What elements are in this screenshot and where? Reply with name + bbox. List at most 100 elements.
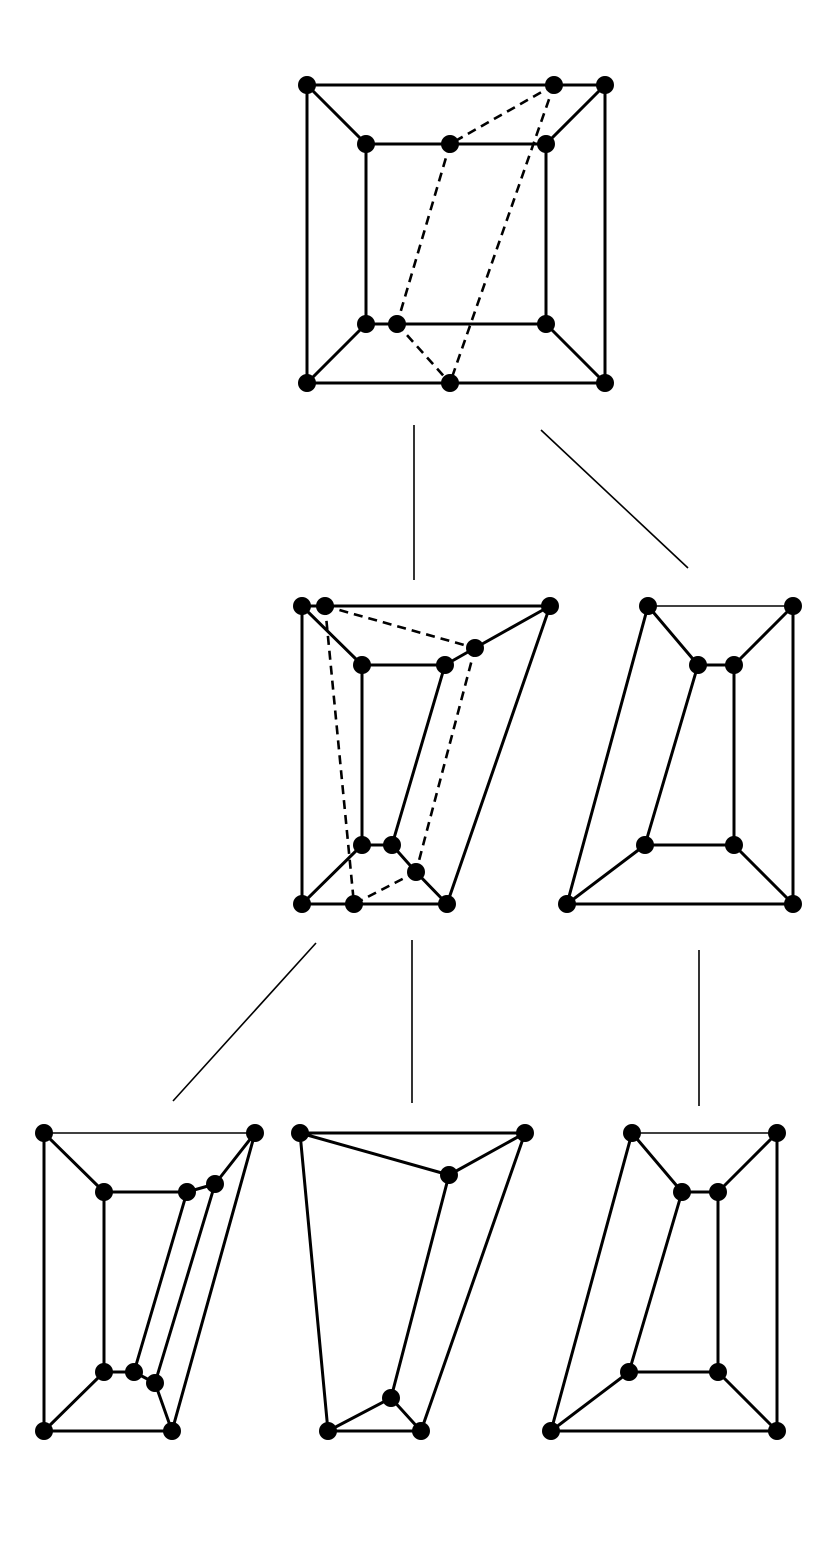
graph-5: [291, 1124, 534, 1440]
graph-3-node: [725, 836, 743, 854]
graph-4-node: [178, 1183, 196, 1201]
graph-3-node: [689, 656, 707, 674]
graph-2-node: [407, 863, 425, 881]
graph-1-solid-edge: [544, 322, 607, 385]
graph-3-solid-edge: [732, 604, 795, 667]
graph-6-solid-edge: [630, 1131, 684, 1194]
graph-6-solid-edge: [549, 1370, 631, 1433]
graph-6-solid-edge: [716, 1370, 779, 1433]
graph-5-solid-edge: [447, 1131, 527, 1177]
graph-1-solid-edge: [544, 83, 607, 146]
graph-4: [35, 1124, 264, 1440]
graph-4-solid-edge: [153, 1182, 217, 1385]
graph-4-solid-edge: [132, 1190, 189, 1374]
graph-1-node: [441, 374, 459, 392]
graph-2-solid-edge: [300, 843, 364, 906]
graph-6-node: [768, 1422, 786, 1440]
graph-5-solid-edge: [419, 1131, 527, 1433]
graph-5-solid-edge: [326, 1396, 393, 1433]
graph-4-solid-edge: [170, 1131, 257, 1433]
graph-2-node: [541, 597, 559, 615]
graph-1-node: [357, 135, 375, 153]
graph-2-dashed-edge: [324, 604, 476, 650]
graph-2-dashed-edge: [414, 647, 477, 873]
tree-link-graph-1-to-graph-3: [540, 429, 689, 569]
graph-4-node: [35, 1124, 53, 1142]
graph-3-solid-edge: [646, 604, 700, 667]
graph-2-solid-edge: [390, 663, 447, 847]
graph-4-node: [95, 1363, 113, 1381]
graph-6-node: [709, 1183, 727, 1201]
graph-1-node: [441, 135, 459, 153]
graph-3-solid-edge: [565, 843, 647, 906]
graph-1-dashed-edge: [448, 84, 556, 384]
graph-4-solid-edge: [42, 1131, 106, 1194]
graphs: [35, 76, 802, 1440]
graph-5-node: [440, 1166, 458, 1184]
graph-1-solid-edge: [305, 83, 368, 146]
graph-1-node: [537, 315, 555, 333]
graph-2-node: [345, 895, 363, 913]
graph-1-dashed-edge: [395, 143, 452, 325]
graph-3: [558, 597, 802, 913]
graph-2-node: [353, 656, 371, 674]
graph-5-solid-edge: [298, 1131, 330, 1433]
graph-4-node: [246, 1124, 264, 1142]
graph-1-node: [388, 315, 406, 333]
graph-2-node: [316, 597, 334, 615]
graph-4-node: [163, 1422, 181, 1440]
graph-2-node: [383, 836, 401, 854]
graph-2-solid-edge: [445, 604, 552, 906]
graph-6-node: [673, 1183, 691, 1201]
graph-4-node: [146, 1374, 164, 1392]
graph-5-solid-edge: [298, 1131, 451, 1177]
graph-3-node: [558, 895, 576, 913]
graph-3-node: [784, 597, 802, 615]
graph-4-solid-edge: [42, 1370, 106, 1433]
graph-2-solid-edge: [473, 604, 552, 650]
graph-1-node: [596, 374, 614, 392]
graph-4-node: [95, 1183, 113, 1201]
graph-2-node: [293, 597, 311, 615]
graph-2-node: [293, 895, 311, 913]
graph-5-node: [516, 1124, 534, 1142]
graph-4-solid-edge: [213, 1131, 257, 1186]
graph-5-node: [319, 1422, 337, 1440]
graph-3-solid-edge: [565, 604, 650, 906]
tree-links: [172, 425, 700, 1106]
graph-1-node: [357, 315, 375, 333]
graph-6-node: [623, 1124, 641, 1142]
graph-2: [293, 597, 559, 913]
graph-6-solid-edge: [627, 1190, 684, 1374]
graph-6-node: [709, 1363, 727, 1381]
graph-5-node: [412, 1422, 430, 1440]
graph-1-node: [298, 374, 316, 392]
graph-6-solid-edge: [549, 1131, 634, 1433]
graph-4-node: [125, 1363, 143, 1381]
graph-2-node: [436, 656, 454, 674]
graph-2-node: [466, 639, 484, 657]
graph-2-dashed-edge: [323, 605, 356, 905]
graph-1-node: [537, 135, 555, 153]
graph-2-dashed-edge: [353, 870, 417, 906]
graph-6-node: [620, 1363, 638, 1381]
graph-4-node: [206, 1175, 224, 1193]
graph-1-node: [596, 76, 614, 94]
graph-3-solid-edge: [643, 663, 700, 847]
graph-6-node: [542, 1422, 560, 1440]
graph-3-node: [636, 836, 654, 854]
graph-1-node: [298, 76, 316, 94]
graph-3-node: [639, 597, 657, 615]
graph-6: [542, 1124, 786, 1440]
graph-2-node: [353, 836, 371, 854]
graph-1-node: [545, 76, 563, 94]
graph-6-solid-edge: [716, 1131, 779, 1194]
graph-4-node: [35, 1422, 53, 1440]
graph-1-solid-edge: [305, 322, 368, 385]
graph-5-node: [382, 1389, 400, 1407]
graph-3-node: [784, 895, 802, 913]
tree-link-graph-2-to-graph-4: [172, 942, 317, 1102]
graph-5-node: [291, 1124, 309, 1142]
graph-3-solid-edge: [732, 843, 795, 906]
